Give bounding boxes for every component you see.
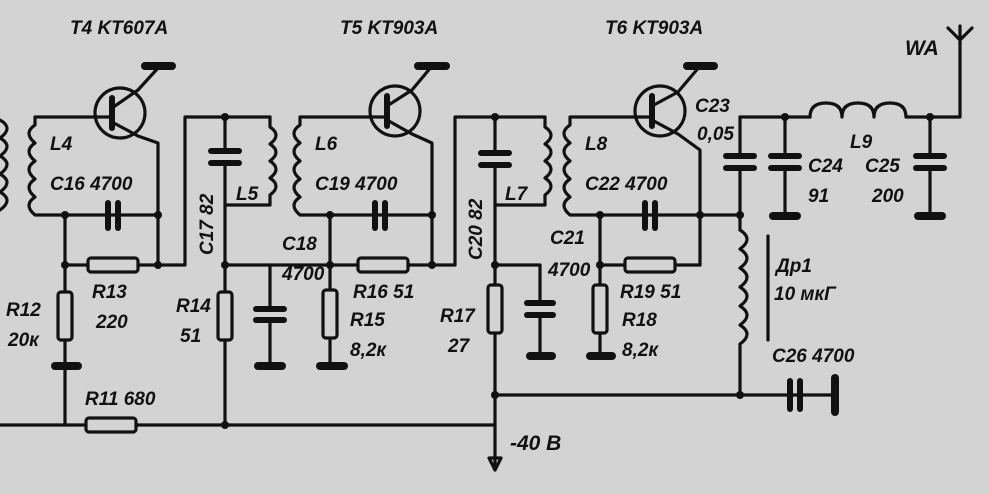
- label-r11: R11 680: [85, 389, 156, 410]
- label-c20: C20 82: [466, 198, 487, 260]
- label-c24-value: 91: [808, 186, 829, 207]
- resistor-r16: [356, 256, 410, 274]
- capacitor-c26: [787, 378, 803, 412]
- label-l4: L4: [50, 134, 73, 155]
- label-c23-name: C23: [695, 96, 730, 117]
- partial-inductor: [0, 118, 9, 212]
- capacitor-c24: [768, 153, 802, 171]
- label-r12-value: 20к: [7, 330, 40, 351]
- capacitor-c16: [105, 200, 121, 231]
- label-r14-value: 51: [180, 326, 201, 347]
- resistor-r19: [623, 256, 677, 274]
- capacitor-c17: [208, 148, 242, 166]
- inductor-l4: [27, 115, 160, 217]
- inductor-l9: [808, 38, 962, 119]
- label-c17: C17 82: [197, 193, 218, 255]
- capacitor-c18: [253, 306, 287, 323]
- capacitor-c21: [524, 300, 556, 318]
- label-r13-value: 220: [95, 312, 128, 333]
- transistor-t5: [368, 62, 450, 267]
- inductor-l8: [562, 115, 742, 217]
- label-r19: R19 51: [620, 282, 681, 303]
- label-c22: C22 4700: [585, 174, 668, 195]
- label-c21-name: C21: [550, 228, 585, 249]
- label-c16: C16 4700: [50, 174, 133, 195]
- capacitor-c25: [913, 153, 947, 171]
- supply-arrow: [487, 456, 503, 472]
- capacitor-c22: [642, 200, 658, 231]
- choke-dr1: [738, 228, 749, 397]
- inductor-l5: [223, 115, 278, 207]
- resistor-r11: [84, 416, 138, 434]
- label-r15-name: R15: [350, 310, 385, 331]
- label-l6: L6: [315, 134, 338, 155]
- resistor-r12: [56, 290, 74, 342]
- label-r16: R16 51: [353, 282, 414, 303]
- inductor-l6: [292, 115, 434, 217]
- capacitor-c23: [723, 153, 757, 171]
- capacitor-c20: [478, 150, 512, 168]
- antenna-icon: [946, 24, 974, 42]
- capacitor-c19: [372, 200, 388, 231]
- label-antenna: WA: [905, 37, 939, 60]
- label-r18-value: 8,2к: [622, 340, 659, 361]
- transistor-t4: [93, 62, 176, 267]
- inductor-l7: [493, 115, 553, 207]
- label-supply: -40 В: [510, 432, 561, 455]
- label-r14-name: R14: [176, 296, 211, 317]
- label-t5: T5 KT903A: [340, 18, 438, 39]
- label-c26: C26 4700: [772, 346, 855, 367]
- label-r13-name: R13: [92, 282, 127, 303]
- resistor-r17: [486, 283, 504, 335]
- resistor-r13: [86, 256, 140, 274]
- label-c23-value: 0,05: [697, 124, 734, 145]
- label-l8: L8: [585, 134, 608, 155]
- label-l7: L7: [505, 184, 529, 205]
- label-l5: L5: [236, 184, 259, 205]
- transistor-t6: [633, 62, 718, 267]
- label-t6: T6 KT903A: [605, 18, 703, 39]
- label-c24-name: C24: [808, 156, 843, 177]
- label-dr1-value: 10 мкГ: [774, 284, 837, 305]
- label-r15-value: 8,2к: [350, 340, 387, 361]
- label-r18-name: R18: [622, 310, 657, 331]
- label-c21-value: 4700: [547, 260, 591, 281]
- resistor-r15: [321, 288, 339, 340]
- label-r17-value: 27: [447, 336, 471, 357]
- label-c18-name: C18: [282, 234, 317, 255]
- label-c25-value: 200: [871, 186, 904, 207]
- resistor-r18: [591, 283, 609, 335]
- label-r12-name: R12: [6, 300, 41, 321]
- label-dr1-name: Др1: [774, 256, 812, 277]
- label-c18-value: 4700: [281, 264, 325, 285]
- label-l9: L9: [850, 132, 873, 153]
- label-t4: T4 KT607A: [70, 18, 168, 39]
- label-c25-name: C25: [865, 156, 900, 177]
- resistor-r14: [216, 290, 234, 342]
- label-r17-name: R17: [440, 306, 476, 327]
- label-c19: C19 4700: [315, 174, 398, 195]
